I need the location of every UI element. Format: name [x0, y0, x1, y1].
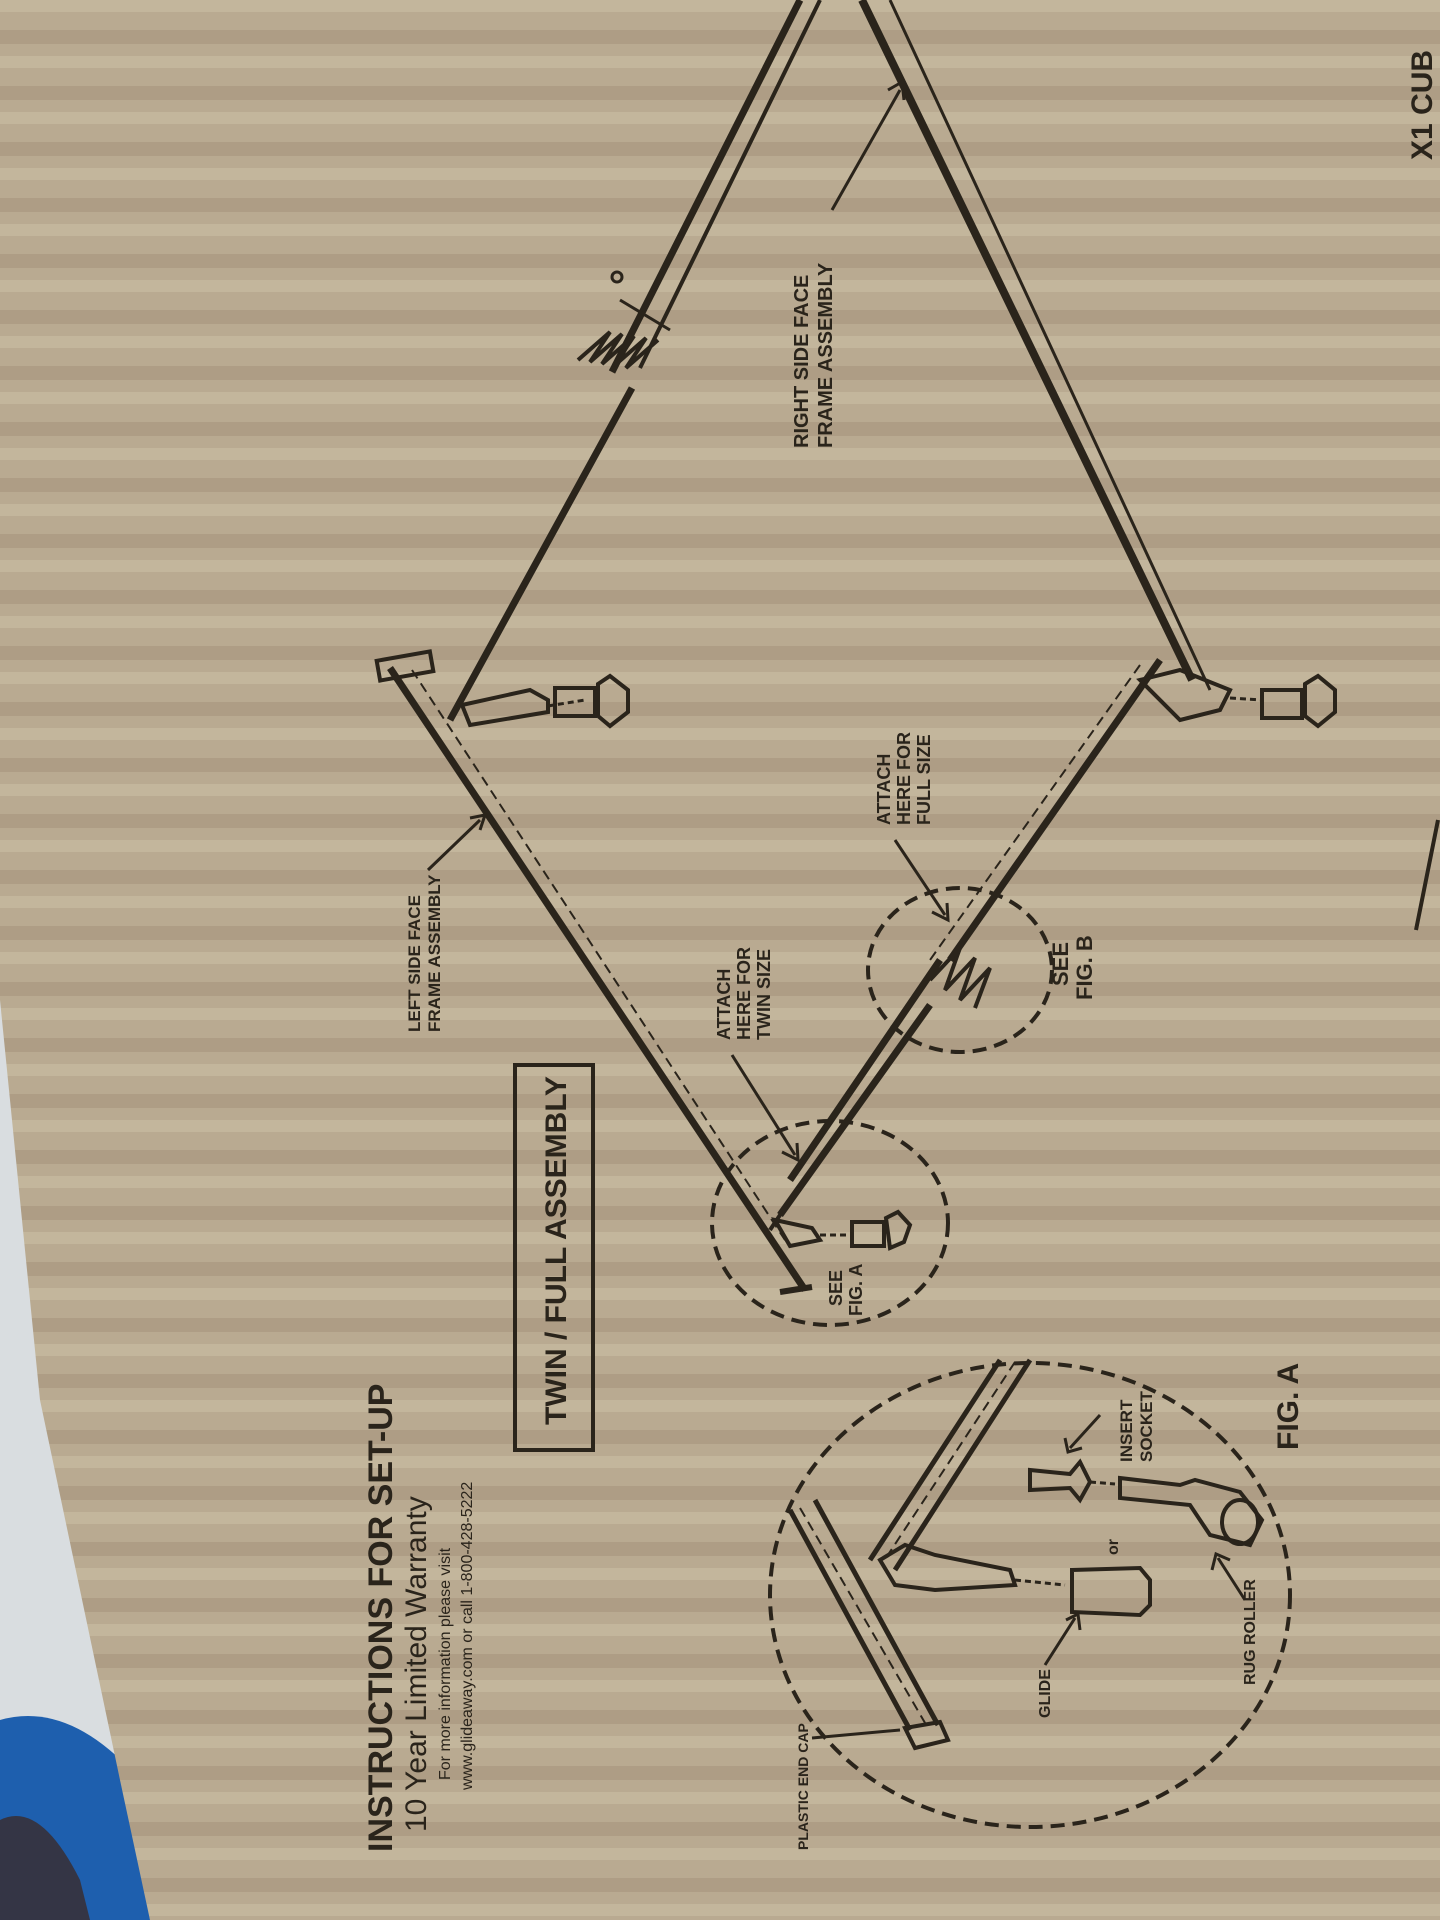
attach-twin-label-3: TWIN SIZE [754, 949, 774, 1040]
fig-a-rail-a [787, 1508, 913, 1732]
left-frame-label-2: FRAME ASSEMBLY [425, 874, 444, 1032]
instructions-heading: INSTRUCTIONS FOR SET-UP [362, 1384, 400, 1852]
edge-text: X1 CUB [1406, 50, 1439, 160]
fig-a-callout-circle [710, 1119, 950, 1327]
title-block: INSTRUCTIONS FOR SET-UP 10 Year Limited … [362, 1384, 476, 1852]
info-text: For more information please visit [437, 1547, 454, 1780]
left-rail-end [779, 1284, 813, 1295]
assembly-box [513, 1063, 595, 1452]
arrow-attach-twin [730, 1054, 797, 1156]
assembly-box-label: TWIN / FULL ASSEMBLY [540, 1076, 573, 1425]
left-rail [387, 666, 808, 1292]
frame-diagram [374, 0, 1337, 1327]
fig-a-bracket [877, 1542, 1018, 1593]
upper-arm-left [446, 386, 636, 722]
fig-a-end-cap [902, 1719, 951, 1751]
plastic-end-cap-label: PLASTIC END CAP [795, 1723, 811, 1850]
fig-a-rail-b [867, 1358, 1003, 1562]
leg-right [1136, 667, 1337, 729]
insert-socket-label-1: INSERT [1117, 1399, 1136, 1462]
arrow-end-cap [811, 1728, 901, 1740]
see-fig-b-1: SEE [1048, 942, 1073, 986]
insert-socket-icon [1028, 1458, 1093, 1504]
attach-full-label-1: ATTACH [874, 754, 894, 825]
see-fig-a-1: SEE [826, 1270, 846, 1306]
leg-upper-left [459, 673, 630, 729]
lower-right-rail [947, 657, 1163, 963]
glide-icon [1070, 1565, 1152, 1618]
glide-label: GLIDE [1037, 1669, 1054, 1718]
contact-text: www.glideaway.com or call 1-800-428-5222 [459, 1482, 476, 1791]
arrow-rug-roller [1216, 1557, 1247, 1601]
attach-full-label-3: FULL SIZE [914, 734, 934, 825]
fig-a-circle [768, 1361, 1292, 1829]
arrow-left-frame [426, 818, 482, 872]
left-frame-label-1: LEFT SIDE FACE [405, 895, 424, 1032]
see-fig-b-2: FIG. B [1072, 935, 1097, 1000]
insert-socket-label-2: SOCKET [1137, 1391, 1156, 1462]
see-fig-a-2: FIG. A [846, 1264, 866, 1316]
rug-roller-label: RUG ROLLER [1242, 1579, 1259, 1685]
arrow-attach-full [893, 839, 947, 916]
dark-floor-corner [0, 1816, 90, 1920]
edge-mark [1414, 819, 1440, 931]
fig-a-detail [768, 1358, 1292, 1829]
right-frame-label-2: FRAME ASSEMBLY [815, 262, 837, 448]
zigzag-link-lower [928, 946, 992, 1009]
fig-b-callout-circle [866, 886, 1054, 1054]
or-label: or [1105, 1539, 1122, 1555]
attach-full-label-2: HERE FOR [894, 732, 914, 825]
right-frame-label-1: RIGHT SIDE FACE [791, 275, 813, 448]
attach-twin-label-2: HERE FOR [734, 947, 754, 1040]
fig-a-title: FIG. A [1272, 1363, 1305, 1450]
zigzag-link-upper [576, 330, 660, 370]
leg-fig-a [771, 1209, 913, 1251]
left-rail-end-cap [374, 649, 436, 683]
warranty-text: 10 Year Limited Warranty [400, 1496, 433, 1832]
arrow-right-frame [830, 89, 902, 211]
arrow-insert-socket [1068, 1413, 1102, 1450]
arrow-glide [1043, 1617, 1077, 1666]
attach-twin-label-1: ATTACH [714, 969, 734, 1040]
right-rail [858, 0, 1196, 682]
